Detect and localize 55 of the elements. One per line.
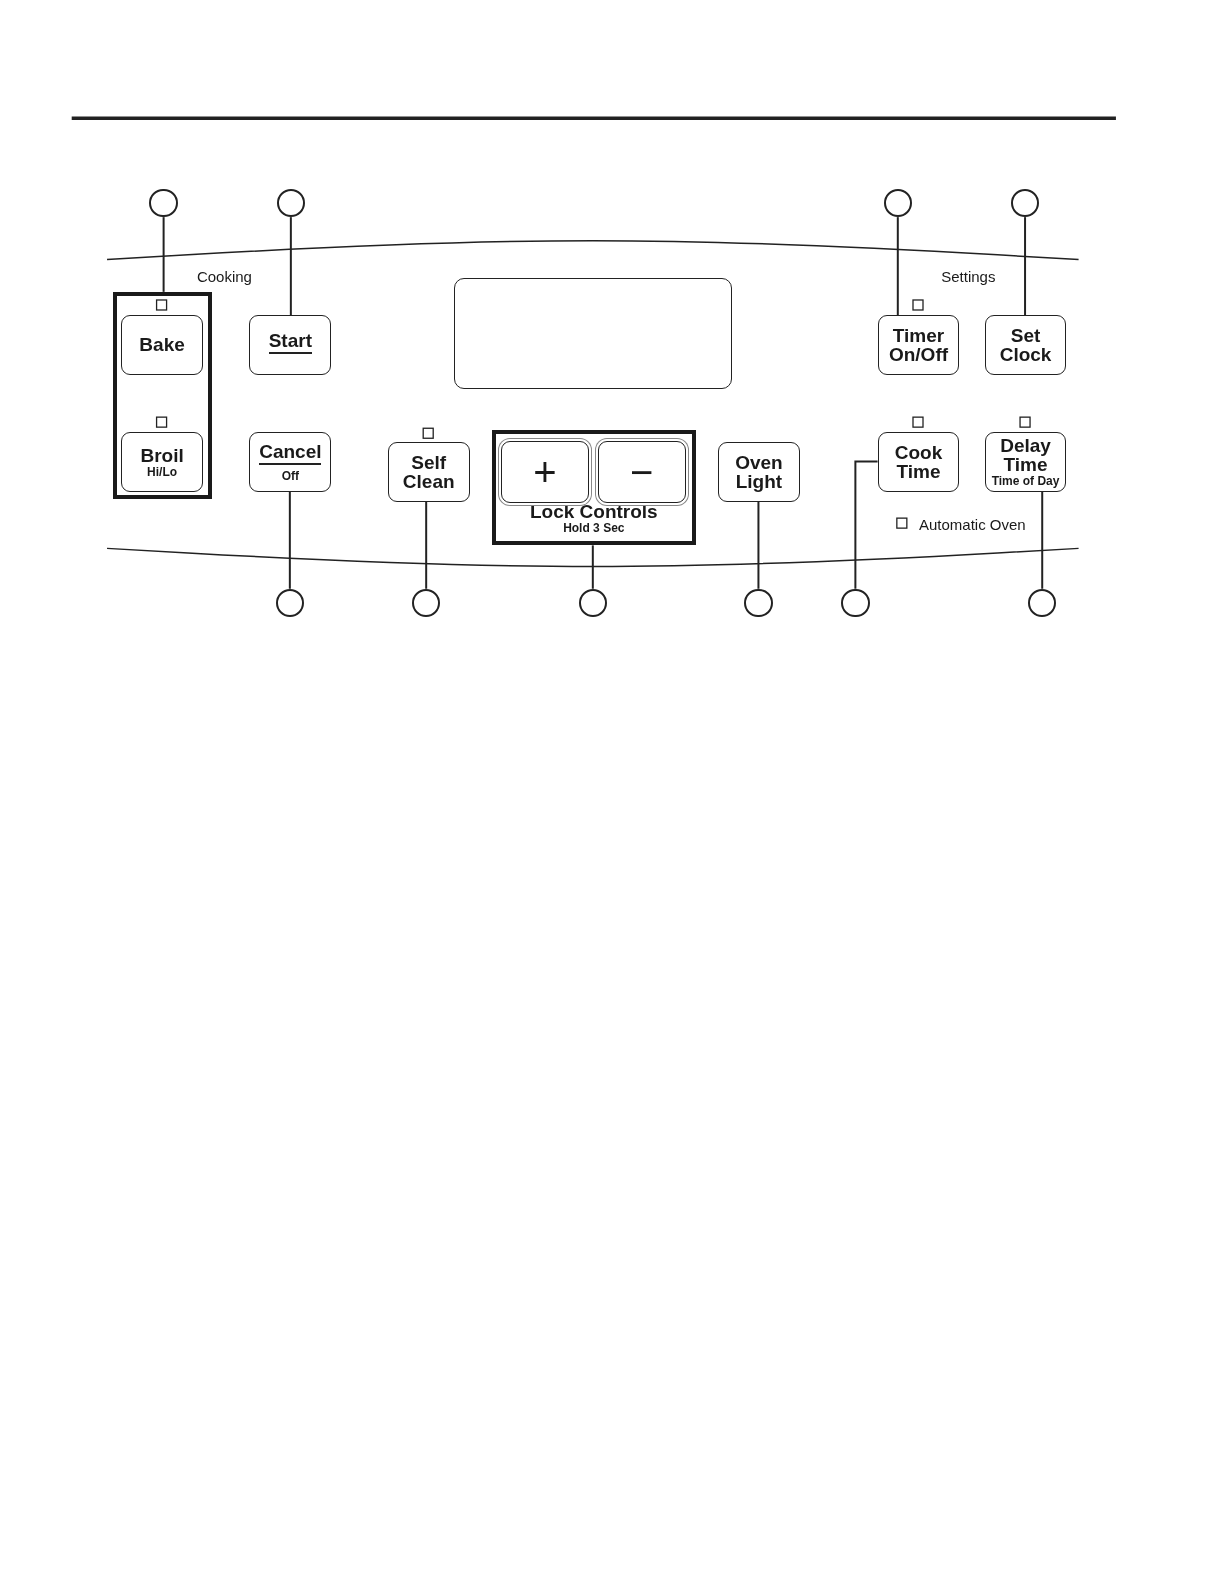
key-label: Set Clock [999, 325, 1052, 364]
callout-circle [1028, 588, 1057, 618]
control-key [387, 442, 470, 502]
leader-line [162, 216, 165, 293]
key-label: Broil [140, 445, 184, 465]
control-key [984, 432, 1067, 492]
key-label: Timer On/Off [888, 325, 949, 364]
callout-circle [883, 188, 912, 218]
display-window [454, 277, 733, 389]
key-label: Delay Time [1000, 436, 1051, 474]
button-group-frame [113, 291, 213, 499]
callout-circle [744, 588, 773, 618]
callout-circle [412, 588, 441, 618]
control-key [500, 441, 589, 503]
key-label: Bake [139, 335, 185, 355]
key-sublabel: Hold 3 Sec [563, 521, 625, 536]
key-sublabel: Off [281, 468, 299, 483]
callout-circle [841, 588, 870, 618]
control-key [249, 432, 332, 492]
control-key [877, 315, 960, 375]
panel-label: Cooking [196, 267, 252, 285]
key-label: Start [268, 331, 312, 355]
leader-line [896, 216, 899, 317]
leader-line [757, 500, 760, 590]
leader-line [289, 216, 292, 317]
control-key [877, 432, 960, 492]
control-key [597, 441, 686, 503]
symbol-label: − [630, 452, 654, 493]
control-key [718, 442, 800, 502]
control-key [121, 315, 203, 375]
callout-circle [578, 588, 607, 618]
leader-line [425, 500, 428, 590]
callout-circle [149, 188, 178, 218]
control-key [984, 315, 1067, 375]
key-sublabel: Time of Day [991, 474, 1060, 488]
key-label: Cook Time [894, 443, 943, 481]
panel-label: Settings [941, 267, 996, 285]
key-label: Cancel [259, 441, 322, 465]
callout-circle [275, 588, 304, 618]
leader-line [1024, 216, 1027, 317]
key-label: Oven Light [735, 453, 783, 492]
key-label: Lock Controls [529, 502, 658, 522]
callout-circle [276, 188, 305, 218]
control-key [249, 315, 332, 375]
leader-line [854, 460, 879, 590]
button-group-frame [491, 430, 696, 546]
symbol-label: + [533, 452, 557, 493]
leader-line [288, 490, 291, 590]
key-sublabel: Hi/Lo [147, 464, 178, 479]
leader-line [591, 544, 594, 590]
panel-label: Automatic Oven [919, 516, 1026, 534]
leader-line [1041, 490, 1044, 590]
key-label: Self Clean [402, 453, 455, 492]
callout-circle [1010, 188, 1040, 218]
control-key [121, 432, 203, 492]
